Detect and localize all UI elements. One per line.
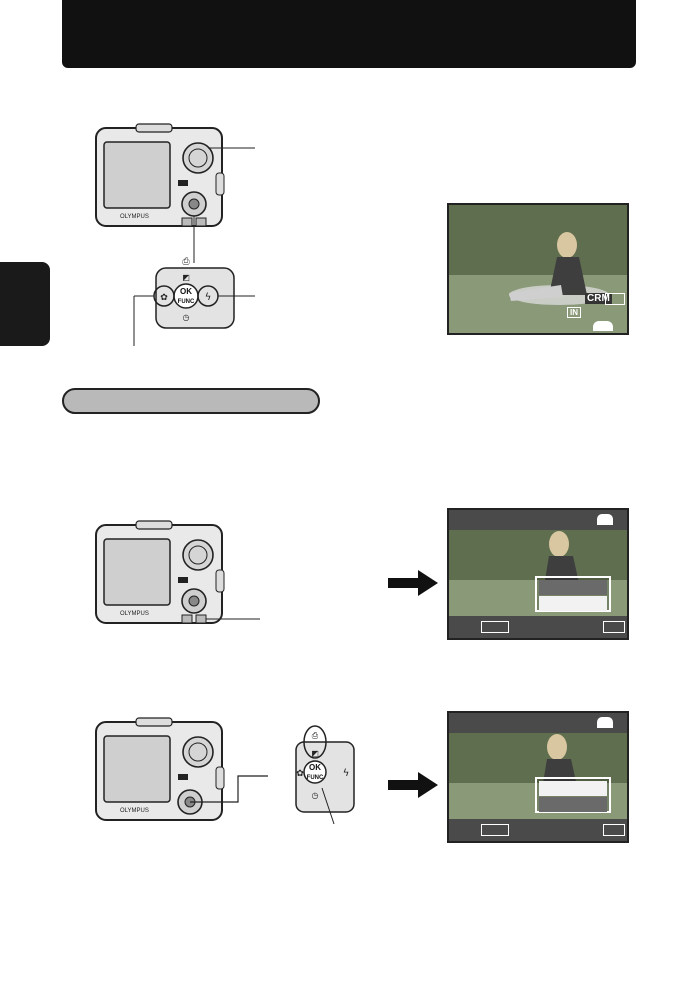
- small-button: [178, 180, 188, 186]
- lcd-card-badge: IN: [567, 307, 581, 318]
- lcd-menu-screen-2: [447, 508, 629, 640]
- print-icon: ⎙: [182, 257, 190, 267]
- macro-icon: ✿: [296, 769, 304, 779]
- flash-icon: ϟ: [343, 768, 350, 779]
- menu-option[interactable]: [539, 580, 607, 595]
- side-strap: [215, 172, 225, 196]
- menu-option-selected[interactable]: [539, 596, 607, 611]
- ok-key-box: [603, 824, 625, 836]
- section-heading-pill: [62, 388, 320, 414]
- menu-option-selected[interactable]: [539, 781, 607, 796]
- scene-photo: [449, 205, 627, 333]
- arrow-right-icon: [388, 772, 438, 798]
- self-timer-icon: ◷: [183, 313, 190, 322]
- svg-text:FUNC: FUNC: [307, 775, 324, 781]
- flash-icon: ϟ: [205, 292, 212, 303]
- page-header-bar: [62, 0, 636, 68]
- lcd-menu-screen-3: [447, 711, 629, 843]
- camera-back-diagram-3: OLYMPUS OK FUNC ⎙ ◩ ✿ ϟ ◷: [95, 717, 355, 825]
- svg-text:OK: OK: [309, 763, 321, 772]
- ok-key-box: [603, 621, 625, 633]
- back-key-box: [481, 824, 509, 836]
- chapter-tab: [0, 262, 50, 346]
- lcd-top-bar: [449, 510, 627, 530]
- top-button: [135, 123, 173, 133]
- camera-back-diagram-2: OLYMPUS: [95, 520, 260, 624]
- function-menu: [535, 576, 611, 612]
- print-icon: ⎙: [312, 731, 319, 740]
- menu-option[interactable]: [539, 797, 607, 812]
- exposure-icon: ◩: [311, 749, 319, 758]
- back-key-box: [481, 621, 509, 633]
- lcd-preview-1: CRM IN: [447, 203, 629, 335]
- mode-dial: [182, 142, 214, 174]
- camera-screen: [103, 141, 171, 209]
- ok-func-button: [303, 760, 327, 784]
- exposure-icon: ◩: [182, 273, 190, 282]
- lcd-bottom-bar: [449, 616, 627, 638]
- lcd-size-box: [605, 293, 625, 305]
- macro-icon: ✿: [160, 293, 168, 303]
- function-menu: [535, 777, 611, 813]
- camera-mode-icon: [597, 514, 613, 525]
- lcd-top-bar: [449, 713, 627, 733]
- svg-text:OLYMPUS: OLYMPUS: [120, 808, 149, 814]
- svg-text:OLYMPUS: OLYMPUS: [120, 611, 149, 617]
- lcd-bottom-bar: [449, 819, 627, 841]
- up-button-ring: [303, 725, 327, 759]
- camera-back-diagram-1: OLYMPUS OK FUNC ✿ ϟ ◩ ◷ ⎙: [95, 123, 255, 346]
- self-timer-icon: ◷: [312, 791, 319, 800]
- camera-mode-icon: [593, 321, 613, 331]
- svg-text:OLYMPUS: OLYMPUS: [120, 214, 149, 220]
- lcd-mode-badge: CRM: [585, 293, 612, 304]
- camera-mode-icon: [597, 717, 613, 728]
- svg-text:FUNC: FUNC: [178, 299, 195, 305]
- arrow-right-icon: [388, 570, 438, 596]
- svg-text:OK: OK: [180, 287, 192, 296]
